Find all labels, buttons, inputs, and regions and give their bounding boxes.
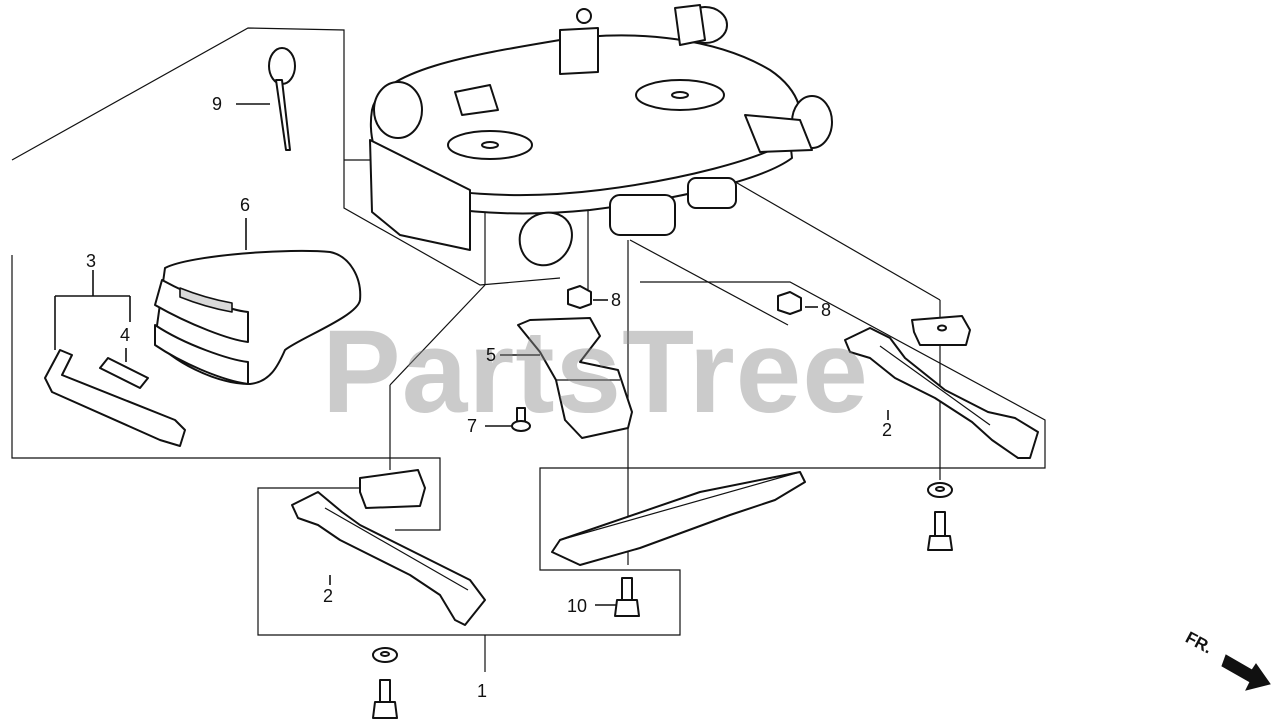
callout-2-right: 2	[882, 420, 892, 440]
bolt-right	[927, 511, 953, 551]
bracket-part-3	[44, 349, 186, 447]
callout-labels: 1 2 2 3 4 5 6 7 8 8 9 10	[86, 94, 892, 701]
watermark: PartsTree	[322, 306, 869, 438]
callout-6: 6	[240, 195, 250, 215]
washer-bottom	[372, 647, 398, 663]
blade-clip-left	[359, 469, 426, 509]
nut-part-8-left	[567, 285, 592, 309]
callout-3: 3	[86, 251, 96, 271]
callout-10: 10	[567, 596, 587, 616]
front-label: FR.	[1182, 628, 1215, 658]
washer-right	[927, 482, 953, 498]
pin-part-9	[268, 47, 296, 151]
nut-part-8-right	[777, 291, 802, 315]
callout-5: 5	[486, 345, 496, 365]
discharge-chute-part-6	[154, 249, 362, 385]
callout-7: 7	[467, 416, 477, 436]
callout-8-left: 8	[611, 290, 621, 310]
front-direction-indicator: FR.	[1182, 628, 1271, 691]
callout-9: 9	[212, 94, 222, 114]
center-plate	[551, 471, 806, 566]
callout-2-left: 2	[323, 586, 333, 606]
callout-1: 1	[477, 681, 487, 701]
front-arrow-icon	[1221, 654, 1271, 691]
blade-part-2-left	[291, 491, 486, 626]
callout-4: 4	[120, 325, 130, 345]
plate-part-4	[99, 357, 149, 389]
callout-8-right: 8	[821, 300, 831, 320]
blade-part-2-right	[844, 327, 1039, 459]
blade-holder-part-5	[517, 317, 633, 439]
mower-deck	[369, 4, 833, 267]
blade-clip-right	[911, 315, 971, 346]
bolt-part-10	[614, 577, 640, 617]
bolt-bottom	[372, 679, 398, 719]
callout-leaders	[54, 103, 889, 606]
